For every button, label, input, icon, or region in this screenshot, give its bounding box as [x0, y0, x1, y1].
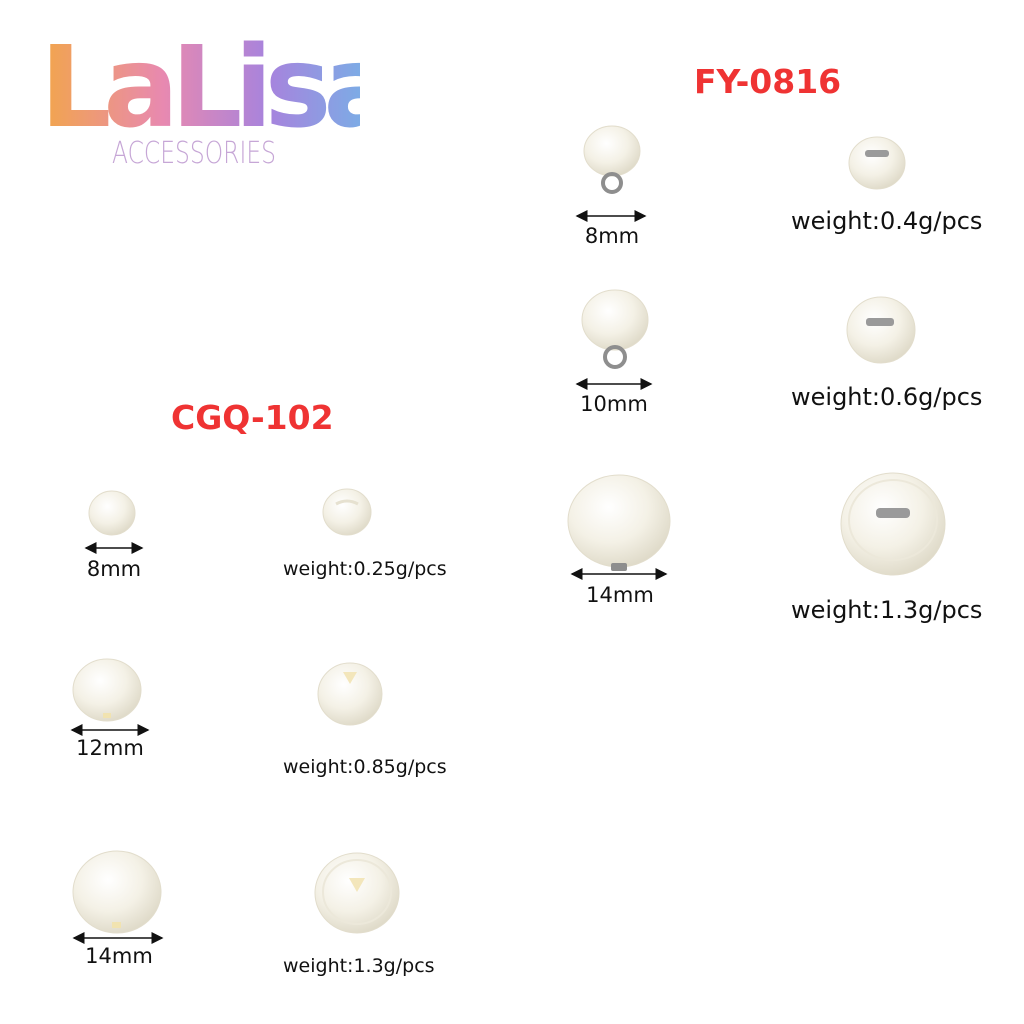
pearl-button-14mm	[72, 850, 162, 934]
pearl-button-shank-8mm	[583, 125, 641, 194]
pearl-button-back-view	[322, 488, 372, 536]
pearl-button-back-view	[840, 472, 946, 576]
size-label: 14mm	[85, 944, 153, 968]
pearl-button-back-view	[846, 296, 916, 364]
brand-tagline: ACCESSORIES	[112, 136, 276, 171]
dimension-arrow	[72, 932, 164, 944]
dimension-arrow	[570, 568, 668, 580]
dimension-arrow	[575, 378, 653, 390]
weight-label: weight:0.85g/pcs	[283, 756, 447, 778]
weight-label: weight:0.4g/pcs	[791, 207, 983, 235]
size-label: 14mm	[586, 583, 654, 607]
dimension-arrow	[84, 542, 144, 554]
weight-label: weight:0.25g/pcs	[283, 558, 447, 580]
size-label: 10mm	[580, 392, 648, 416]
pearl-button-shank-10mm	[581, 289, 649, 369]
logo-text: LaLisa	[40, 28, 360, 138]
pearl-button-8mm	[88, 490, 136, 536]
weight-label: weight:0.6g/pcs	[791, 383, 983, 411]
size-label: 8mm	[86, 557, 142, 581]
pearl-button-back-view	[848, 136, 906, 190]
weight-label: weight:1.3g/pcs	[791, 596, 983, 624]
lalisa-logo-wordmark: LaLisa	[40, 28, 360, 138]
product-code-cgq102: CGQ-102	[171, 398, 334, 437]
weight-label: weight:1.3g/pcs	[283, 955, 435, 977]
size-label: 8mm	[584, 224, 640, 248]
pearl-button-shank-14mm	[567, 474, 671, 571]
dimension-arrow	[70, 724, 150, 736]
size-label: 12mm	[76, 736, 144, 760]
product-code-fy0816: FY-0816	[694, 62, 842, 101]
pearl-button-back-view	[314, 852, 400, 934]
pearl-button-12mm	[72, 658, 142, 722]
dimension-arrow	[575, 210, 647, 222]
pearl-button-back-view	[317, 662, 383, 726]
